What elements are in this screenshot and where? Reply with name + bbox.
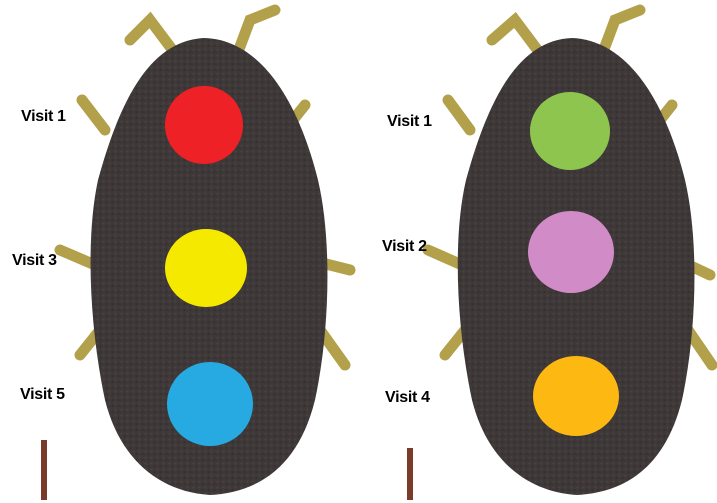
scale-bar-right [407,448,413,500]
right-label-3: Visit 4 [385,389,430,407]
right-label-2: Visit 2 [382,238,427,256]
left-dot-3 [167,362,253,446]
right-dot-2 [528,211,614,293]
right-dot-3 [533,356,619,436]
left-label-2: Visit 3 [12,252,57,270]
left-dot-1 [165,86,243,164]
right-dot-1 [530,92,610,170]
right-label-1: Visit 1 [387,113,432,131]
left-label-3: Visit 5 [20,386,65,404]
left-dot-2 [165,229,247,307]
scale-bar-left [41,440,47,500]
left-label-1: Visit 1 [21,108,66,126]
